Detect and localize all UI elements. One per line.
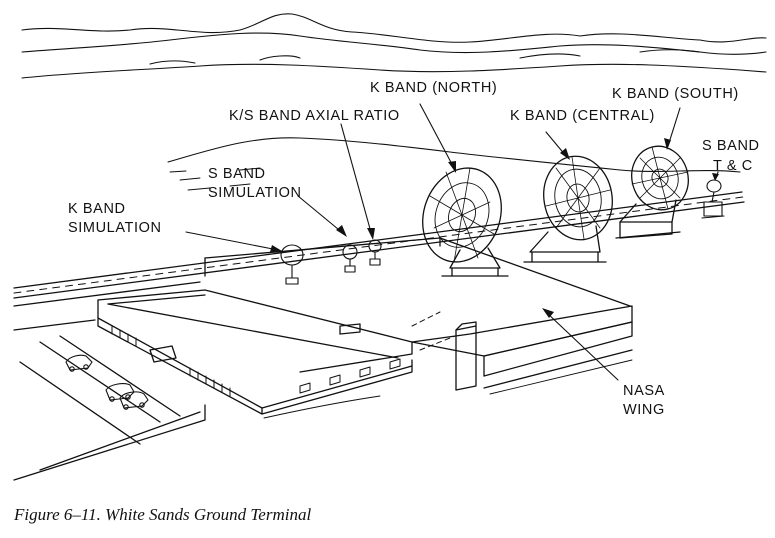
label-k-band-south: K BAND (SOUTH): [612, 86, 739, 102]
k-band-central-antenna: [524, 151, 619, 262]
arrowheads: [270, 138, 719, 318]
cars: [66, 355, 148, 409]
label-ks-band-axial-ratio: K/S BAND AXIAL RATIO: [229, 108, 400, 124]
main-building: [98, 290, 632, 418]
k-band-simulation-dish: [281, 245, 303, 284]
s-band-tc-antenna: [702, 180, 724, 218]
k-band-north-antenna: [410, 157, 514, 276]
label-k-band-simulation-line2: SIMULATION: [68, 220, 162, 236]
label-k-band-north: K BAND (NORTH): [370, 80, 498, 96]
figure-caption: Figure 6–11. White Sands Ground Terminal: [14, 505, 312, 524]
label-s-band-tc-line1: S BAND: [702, 138, 760, 154]
label-s-band-tc-line2: T & C: [713, 158, 753, 174]
label-nasa-wing-line1: NASA: [623, 383, 665, 399]
s-band-simulation-dish: [343, 245, 357, 272]
label-k-band-central: K BAND (CENTRAL): [510, 108, 655, 124]
leader-lines: [186, 104, 718, 380]
hill-shading: [170, 168, 260, 190]
label-s-band-simulation-line2: SIMULATION: [208, 185, 302, 201]
label-s-band-simulation-line1: S BAND: [208, 166, 266, 182]
mountain-range: [22, 14, 766, 78]
k-band-south-antenna: [616, 140, 695, 238]
parking-lot: [14, 320, 205, 480]
axial-ratio-dish: [369, 240, 381, 265]
windows: [112, 326, 400, 396]
hill: [168, 138, 740, 172]
label-nasa-wing-line2: WING: [623, 402, 665, 418]
label-k-band-simulation-line1: K BAND: [68, 201, 126, 217]
